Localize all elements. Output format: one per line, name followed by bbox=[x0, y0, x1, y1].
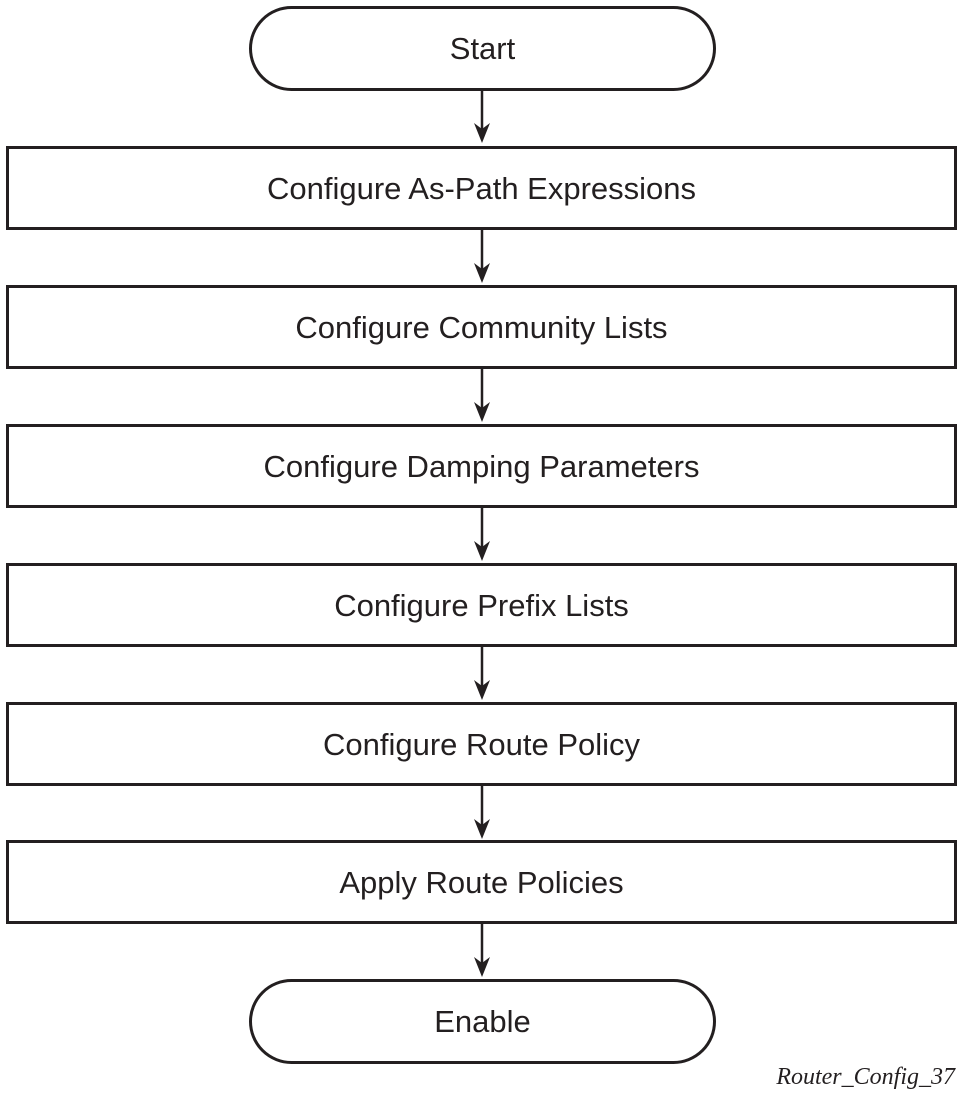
enable-label: Enable bbox=[434, 1004, 531, 1039]
configure-community-label: Configure Community Lists bbox=[295, 309, 668, 345]
enable-terminal: Enable bbox=[249, 979, 716, 1064]
configure-as-path-label: Configure As-Path Expressions bbox=[266, 170, 697, 206]
start-terminal: Start bbox=[249, 6, 716, 91]
apply-route-policies-box: Apply Route Policies bbox=[6, 840, 957, 924]
arrow-community-to-damping bbox=[474, 368, 490, 422]
arrow-route-policy-to-apply bbox=[474, 785, 490, 839]
configure-damping-label: Configure Damping Parameters bbox=[263, 448, 700, 484]
configure-prefix-label: Configure Prefix Lists bbox=[334, 587, 629, 623]
configure-route-policy-label: Configure Route Policy bbox=[322, 726, 641, 762]
arrow-apply-to-enable bbox=[474, 923, 490, 977]
figure-id: Router_Config_37 bbox=[776, 1064, 955, 1090]
arrow-start-to-as-path bbox=[474, 89, 490, 143]
apply-route-policies-label: Apply Route Policies bbox=[339, 864, 624, 900]
configure-community-box: Configure Community Lists bbox=[6, 285, 957, 369]
configure-route-policy-box: Configure Route Policy bbox=[6, 702, 957, 786]
configure-prefix-box: Configure Prefix Lists bbox=[6, 563, 957, 647]
configure-damping-box: Configure Damping Parameters bbox=[6, 424, 957, 508]
arrow-prefix-to-route-policy bbox=[474, 646, 490, 700]
configure-as-path-box: Configure As-Path Expressions bbox=[6, 146, 957, 230]
arrow-damping-to-prefix bbox=[474, 507, 490, 561]
start-label: Start bbox=[449, 31, 516, 66]
arrow-as-path-to-community bbox=[474, 229, 490, 283]
